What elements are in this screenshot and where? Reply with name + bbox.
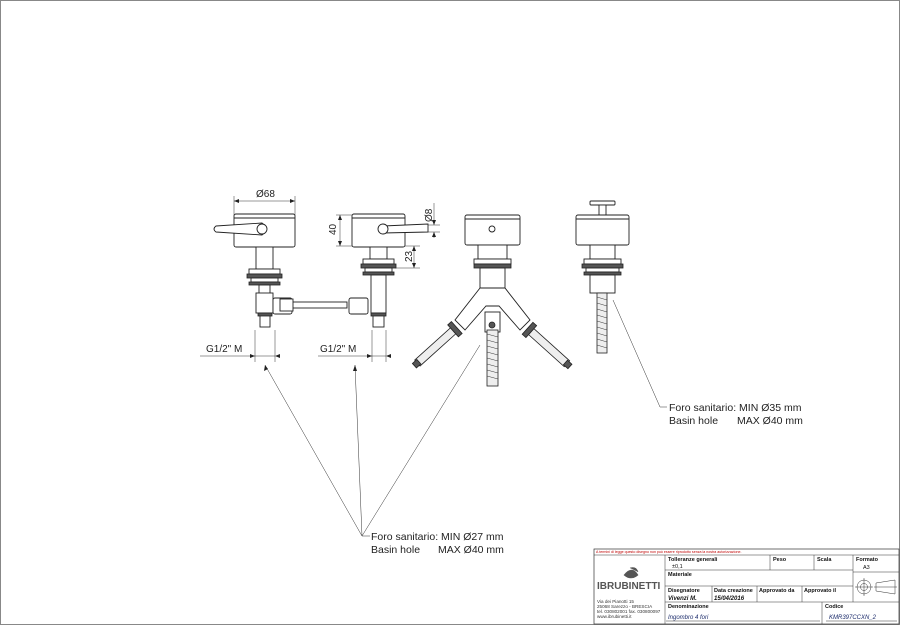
thread-dimension-left: G1/2" M — [200, 330, 280, 362]
note-basin-hole-right: Foro sanitario: MIN Ø35 mm Basin hole MA… — [669, 402, 803, 427]
projection-symbol — [855, 578, 897, 596]
label-approved-on: Approvato il — [804, 588, 837, 594]
label-code: Codice — [825, 604, 843, 610]
note-left-line2-value: MAX Ø40 mm — [438, 544, 504, 556]
label-designer: Disegnatore — [668, 588, 700, 594]
label-name: Denominazione — [668, 604, 709, 610]
control-view-single — [575, 200, 630, 354]
title-block-warning: A termini di legge questo disegno non pu… — [596, 550, 741, 554]
right-mixer-view: 40 Ø8 23 — [328, 203, 440, 328]
label-format: Formato — [856, 557, 879, 563]
value-format: A3 — [863, 565, 870, 571]
dim-height-23: 23 — [404, 250, 415, 262]
note-left-line1: Foro sanitario: MIN Ø27 mm — [371, 531, 504, 543]
dim-diameter-68: Ø68 — [256, 189, 275, 200]
dim-thread-left: G1/2" M — [206, 344, 242, 355]
address-line-3: tel. 030802001 fax. 030800097 — [597, 609, 661, 614]
value-code: KMR397CCXN_2 — [829, 615, 877, 621]
left-mixer-view: Ø68 — [213, 189, 348, 328]
title-block: A termini di legge questo disegno non pu… — [593, 548, 900, 625]
leader-line-right-note — [612, 299, 667, 408]
dim-thread-right: G1/2" M — [320, 344, 356, 355]
value-name: Ingombro 4 fori — [668, 615, 709, 621]
leader-lines-left-note — [264, 344, 481, 537]
label-material: Materiale — [668, 572, 692, 578]
value-created: 15/04/2016 — [714, 596, 745, 602]
label-weight: Peso — [773, 557, 787, 563]
dim-height-40: 40 — [328, 223, 339, 235]
note-right-line2-value: MAX Ø40 mm — [737, 415, 803, 427]
label-approved-by: Approvato da — [759, 588, 795, 594]
label-tolerance: Tolleranze generali — [668, 557, 718, 563]
note-basin-hole-left: Foro sanitario: MIN Ø27 mm Basin hole MA… — [371, 531, 504, 556]
value-tolerance: ±0,1 — [672, 564, 683, 570]
thread-dimension-right: G1/2" M — [318, 330, 391, 362]
address-line-1: Via dei Pianotti 15 — [597, 599, 634, 604]
label-scale: Scala — [817, 557, 832, 563]
note-left-line2-label: Basin hole — [371, 544, 420, 556]
spout-view-hoses — [411, 214, 573, 387]
value-designer: Vivenzi M. — [668, 596, 697, 602]
company-logo: IBRUBINETTI — [597, 581, 661, 592]
label-created: Data creazione — [714, 588, 753, 594]
address-line-4: www.ibrubinetti.it — [597, 614, 632, 619]
note-right-line1: Foro sanitario: MIN Ø35 mm — [669, 402, 802, 414]
dim-diameter-8: Ø8 — [424, 208, 435, 222]
address-line-2: 25068 Sarezzo - BRESCIA — [597, 604, 653, 609]
note-right-line2-label: Basin hole — [669, 415, 718, 427]
company-logo-mark — [623, 567, 639, 579]
